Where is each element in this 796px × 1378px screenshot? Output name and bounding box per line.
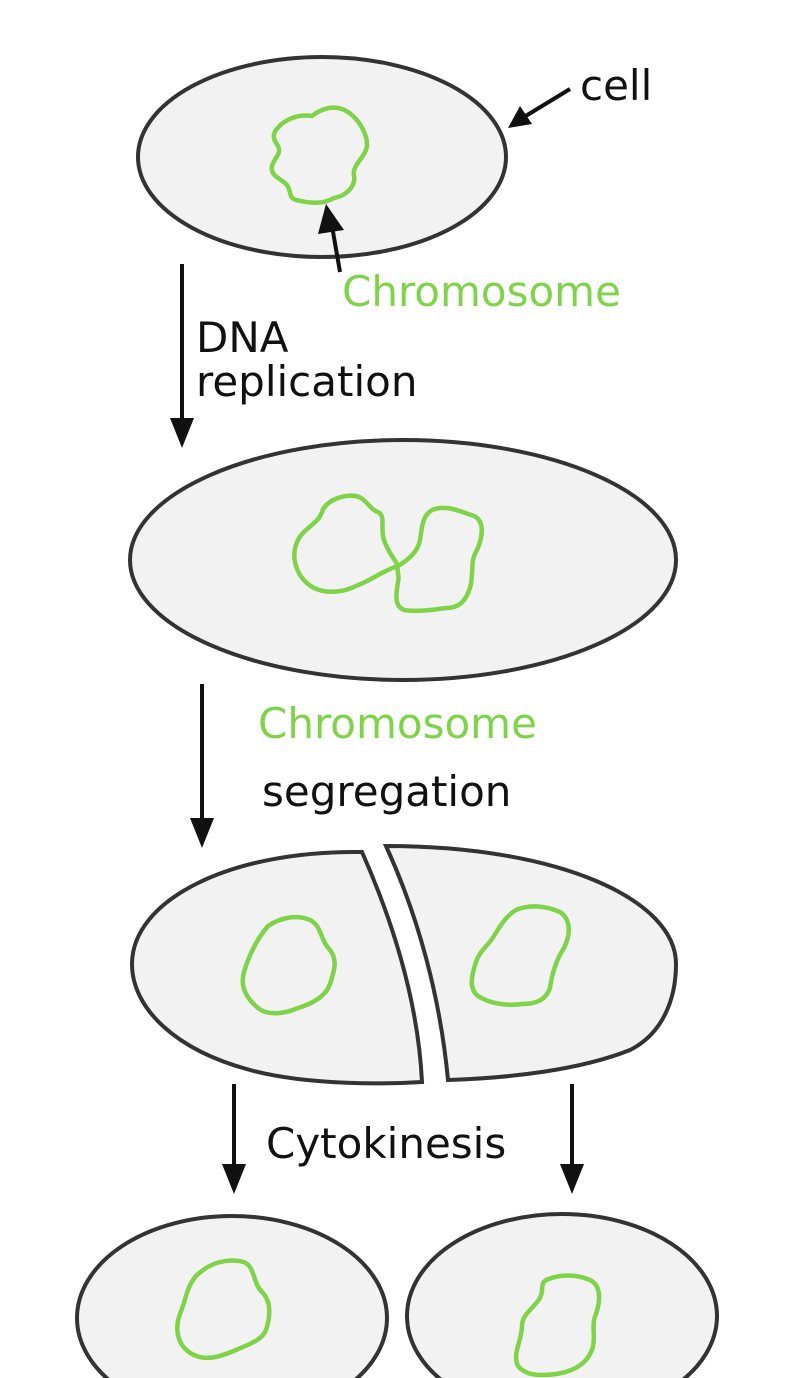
segregation-arrow-head: [190, 818, 214, 848]
chromosome-loop-left: [292, 493, 401, 594]
chromosome-pointer-head: [318, 204, 344, 234]
cell-label: cell: [580, 61, 652, 110]
dividing-cell-left: [129, 849, 425, 1086]
cytokinesis-arrow-left-head: [222, 1164, 246, 1194]
chromosome-loop: [269, 105, 370, 205]
cell-pointer-line: [522, 87, 572, 119]
step-dna-replication: DNA replication: [170, 264, 417, 448]
stage-dividing-cell: [129, 843, 679, 1086]
replication-arrow-head: [170, 418, 194, 448]
cytokinesis-arrow-right-head: [560, 1164, 584, 1194]
replication-label: replication: [196, 357, 417, 406]
cytokinesis-label: Cytokinesis: [266, 1119, 506, 1168]
cell-pointer-head: [508, 106, 532, 128]
cell-body: [136, 55, 508, 259]
chromosome-label-top: Chromosome: [342, 267, 621, 316]
chromosome-loop-daughter-left: [175, 1258, 272, 1361]
chromosome-loop-left-daughter: [240, 914, 337, 1016]
chromosome-loop-daughter-right: [513, 1273, 602, 1378]
daughter-cell-left: [75, 1214, 389, 1378]
chromosome-loop-right-daughter: [469, 904, 571, 1007]
dna-label: DNA: [196, 313, 289, 362]
step-segregation: Chromosome segregation: [190, 684, 537, 848]
stage-initial-cell: cell Chromosome: [136, 55, 652, 316]
stage-daughter-cells: [75, 1212, 719, 1378]
chromosome-pointer-line: [330, 225, 342, 273]
chromosome-loop-right: [394, 505, 484, 614]
segregation-label: segregation: [262, 767, 511, 816]
stage-replicated-cell: [128, 438, 678, 682]
daughter-cell-right: [405, 1212, 719, 1378]
dividing-cell-right: [382, 843, 679, 1083]
step-cytokinesis: Cytokinesis: [222, 1084, 584, 1194]
chromosome-label-mid: Chromosome: [258, 699, 537, 748]
